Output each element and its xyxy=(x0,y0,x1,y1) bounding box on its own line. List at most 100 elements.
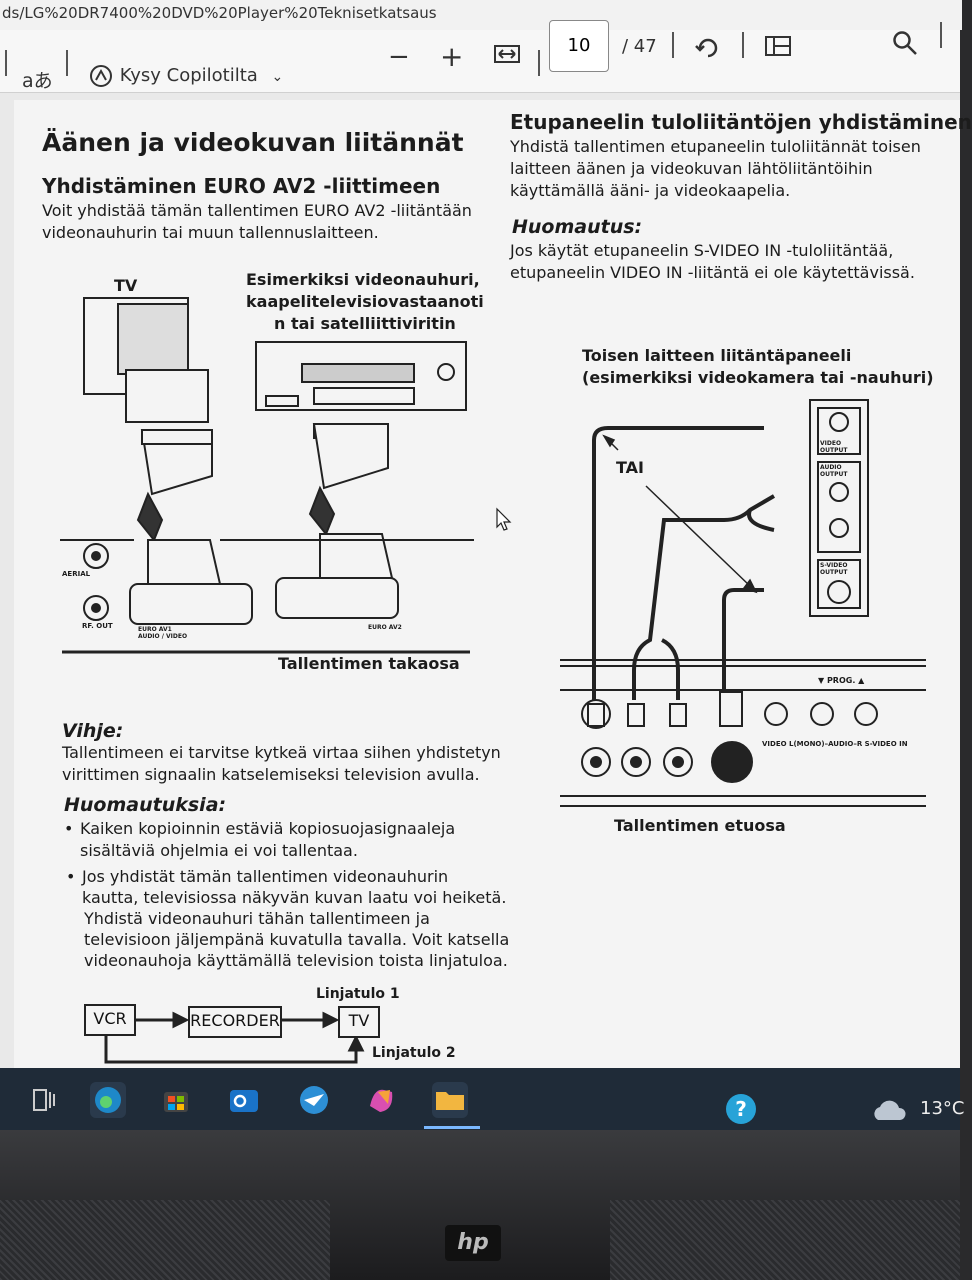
connection-diagrams xyxy=(60,297,926,1064)
back-caption: Tallentimen takaosa xyxy=(278,654,460,673)
toolbar-divider xyxy=(672,32,674,58)
audio-output-label: AUDIO OUTPUT xyxy=(820,464,848,478)
edge-icon xyxy=(95,1087,121,1113)
toolbar-divider xyxy=(940,22,942,48)
left-title: Äänen ja videokuvan liitännät xyxy=(42,128,464,157)
scart-cable xyxy=(136,423,394,585)
mail-icon xyxy=(300,1086,328,1114)
note-line: Kaiken kopioinnin estäviä kopiosuojasign… xyxy=(80,819,456,838)
page-total: / 47 xyxy=(622,36,657,57)
windows-taskbar: ? 13°C xyxy=(0,1068,964,1130)
task-view-button[interactable] xyxy=(26,1082,62,1118)
example-label: kaapelitelevisiovastaanoti xyxy=(246,292,484,311)
task-view-icon xyxy=(33,1089,55,1111)
tai-label: TAI xyxy=(616,458,645,477)
left-intro-line: Voit yhdistää tämän tallentimen EURO AV2… xyxy=(42,201,472,220)
copilot-app-icon xyxy=(370,1089,393,1112)
toolbar-divider xyxy=(5,50,7,76)
right-note-line: etupaneelin VIDEO IN -liitäntä ei ole kä… xyxy=(510,263,915,282)
outlook-icon xyxy=(230,1090,258,1112)
device-panel-title: Toisen laitteen liitäntäpaneeli xyxy=(582,346,852,365)
store-icon xyxy=(164,1092,188,1112)
right-paragraph-line: Yhdistä tallentimen etupaneelin tuloliit… xyxy=(510,137,921,156)
pdf-page: Äänen ja videokuvan liitännät Yhdistämin… xyxy=(14,100,972,1080)
line-in-2-label: Linjatulo 2 xyxy=(372,1045,456,1061)
hp-logo: hp xyxy=(445,1225,501,1261)
right-paragraph-line: käyttämällä ääni- ja videokaapelia. xyxy=(510,181,791,200)
front-caption: Tallentimen etuosa xyxy=(614,816,786,835)
weather-icon[interactable] xyxy=(870,1098,908,1126)
notes-title: Huomautuksia: xyxy=(64,794,227,816)
zoom-in-button[interactable]: + xyxy=(440,40,464,73)
search-button[interactable] xyxy=(892,30,918,61)
right-title: Etupaneelin tuloliitäntöjen yhdistäminen xyxy=(510,110,972,134)
euro-av2-label: EURO AV2 xyxy=(368,624,402,631)
note-line: kautta, televisiossa näkyvän kuvan laatu… xyxy=(82,888,507,907)
bullet: • xyxy=(64,819,74,838)
prog-label: ▼ PROG. ▲ xyxy=(818,676,865,685)
bullet: • xyxy=(66,867,76,886)
rotate-icon xyxy=(695,38,718,58)
search-icon xyxy=(893,31,917,55)
example-label: Esimerkiksi videonauhuri, xyxy=(246,270,480,289)
fit-width-button[interactable] xyxy=(494,44,520,69)
store-button[interactable] xyxy=(158,1082,194,1118)
flow-tv-box: TV xyxy=(338,1006,380,1038)
euro-av1-sub-label: AUDIO / VIDEO xyxy=(138,633,188,640)
left-subtitle: Yhdistäminen EURO AV2 -liittimeen xyxy=(42,174,441,198)
mouse-cursor-icon xyxy=(496,507,512,536)
toolbar-divider xyxy=(66,50,68,76)
edge-button[interactable] xyxy=(90,1082,126,1118)
page-number-input[interactable]: 10 xyxy=(549,20,609,72)
left-intro-line: videonauhurin tai muun tallennuslaitteen… xyxy=(42,223,379,242)
recorder-front-panel xyxy=(560,659,926,807)
right-note-line: Jos käytät etupaneelin S-VIDEO IN -tulol… xyxy=(510,241,894,260)
copilot-button[interactable]: Kysy Copilotilta ⌄ xyxy=(88,63,283,89)
file-explorer-button[interactable] xyxy=(432,1082,468,1118)
aerial-label: AERIAL xyxy=(62,570,91,578)
vcr-illustration xyxy=(255,341,467,411)
mail-button[interactable] xyxy=(296,1082,332,1118)
recorder-back-panel xyxy=(60,539,474,654)
right-note-title: Huomautus: xyxy=(512,216,643,238)
rotate-button[interactable] xyxy=(694,34,722,67)
speaker-grill xyxy=(0,1200,330,1280)
front-jack-labels: VIDEO L(MONO)–AUDIO–R S-VIDEO IN xyxy=(762,740,908,748)
copilot-icon xyxy=(90,65,112,87)
tip-line: Tallentimeen ei tarvitse kytkeä virtaa s… xyxy=(62,743,501,762)
help-icon[interactable]: ? xyxy=(726,1094,756,1124)
device-output-panel xyxy=(809,399,869,617)
euro-av1-label: EURO AV1 xyxy=(138,626,172,633)
note-line: videonauhoja käyttämällä television tois… xyxy=(84,951,508,970)
chevron-down-icon: ⌄ xyxy=(271,69,284,85)
note-line: Jos yhdistät tämän tallentimen videonauh… xyxy=(82,867,449,886)
read-aloud-button[interactable]: aあ xyxy=(22,70,53,92)
tip-title: Vihje: xyxy=(62,720,124,742)
copilot-label: Kysy Copilotilta xyxy=(119,65,258,86)
zoom-out-button[interactable]: − xyxy=(388,42,410,72)
address-bar[interactable]: ds/LG%20DR7400%20DVD%20Player%20Tekniset… xyxy=(0,0,962,30)
folder-icon xyxy=(436,1092,464,1110)
device-panel-subtitle: (esimerkiksi videokamera tai -nauhuri) xyxy=(582,368,934,387)
flow-arrows xyxy=(104,1011,365,1064)
tai-arrows xyxy=(602,434,758,594)
speaker-grill xyxy=(610,1200,960,1280)
outlook-button[interactable] xyxy=(226,1082,262,1118)
copilot-app-button[interactable] xyxy=(364,1082,400,1118)
active-app-indicator xyxy=(424,1126,480,1129)
toolbar-divider xyxy=(742,32,744,58)
tv-label: TV xyxy=(114,276,138,295)
rf-out-label: RF. OUT xyxy=(82,622,113,630)
page-view-icon xyxy=(765,36,791,56)
note-line: Yhdistä videonauhuri tähän tallentimeen … xyxy=(84,909,430,928)
note-line: televisioon jäljempänä kuvatulla tavalla… xyxy=(84,930,510,949)
toolbar-divider xyxy=(538,50,540,76)
page-view-button[interactable] xyxy=(764,34,792,63)
line-in-1-label: Linjatulo 1 xyxy=(316,986,400,1002)
note-line: sisältäviä ohjelmia ei voi tallentaa. xyxy=(80,841,358,860)
svideo-output-label: S-VIDEO OUTPUT xyxy=(820,562,848,576)
temperature-readout[interactable]: 13°C xyxy=(920,1098,965,1119)
tip-line: virittimen signaalin katselemiseksi tele… xyxy=(62,765,480,784)
pdf-toolbar: aあ Kysy Copilotilta ⌄ − + 10 / 47 xyxy=(0,20,960,93)
example-label: n tai satelliittiviritin xyxy=(274,314,456,333)
